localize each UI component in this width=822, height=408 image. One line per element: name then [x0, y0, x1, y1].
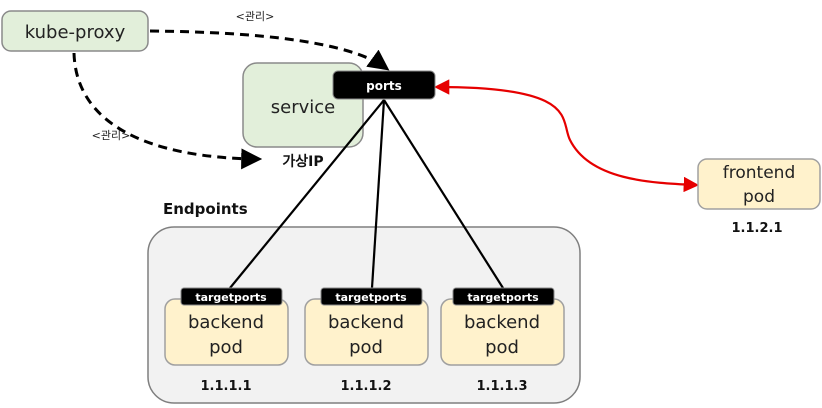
backend-pod-2: targetports backend pod 1.1.1.2	[304, 287, 429, 394]
frontend-pod-line1: frontend	[723, 163, 795, 183]
kube-proxy-node	[1, 10, 149, 52]
kube-proxy-label: kube-proxy	[25, 22, 126, 43]
link-ports-to-pod-1	[229, 99, 385, 289]
virtual-ip-label: 가상IP	[282, 154, 323, 170]
backend-pod-3: targetports backend pod 1.1.1.3	[440, 287, 565, 394]
targetports-label: targetports	[335, 291, 407, 304]
manage-label-left: <관리>	[92, 129, 131, 142]
frontend-pod: frontend pod 1.1.2.1	[697, 158, 821, 236]
endpoints-title: Endpoints	[163, 200, 248, 218]
frontend-pod-ip: 1.1.2.1	[732, 221, 783, 236]
service-label: service	[271, 97, 335, 118]
link-ports-to-pod-3	[383, 99, 504, 289]
backend-pod-1: targetports backend pod 1.1.1.1	[164, 287, 289, 394]
backend-pod-ip: 1.1.1.1	[201, 379, 252, 394]
targetports-tag	[180, 287, 283, 306]
ports-label: ports	[366, 79, 402, 93]
backend-pod-line1: backend	[328, 312, 404, 333]
manage-label-top: <관리>	[236, 10, 275, 23]
ports-tag	[332, 70, 436, 100]
targetports-label: targetports	[467, 291, 539, 304]
targetports-label: targetports	[195, 291, 267, 304]
targetports-tag	[452, 287, 555, 306]
manage-arrow-to-virtual-ip	[72, 52, 263, 170]
backend-pod-line2: pod	[485, 337, 519, 358]
link-ports-to-pod-2	[370, 99, 386, 289]
targetports-tag	[320, 287, 423, 306]
backend-pod-ip: 1.1.1.3	[477, 379, 528, 394]
backend-pod-line1: backend	[188, 312, 264, 333]
backend-pod-line1: backend	[464, 312, 540, 333]
backend-pod-line2: pod	[209, 337, 243, 358]
frontend-pod-line2: pod	[743, 187, 775, 207]
backend-pod-line2: pod	[349, 337, 383, 358]
backend-pod-ip: 1.1.1.2	[341, 379, 392, 394]
frontend-pod-box	[697, 158, 821, 210]
frontend-to-ports-link	[433, 79, 700, 193]
